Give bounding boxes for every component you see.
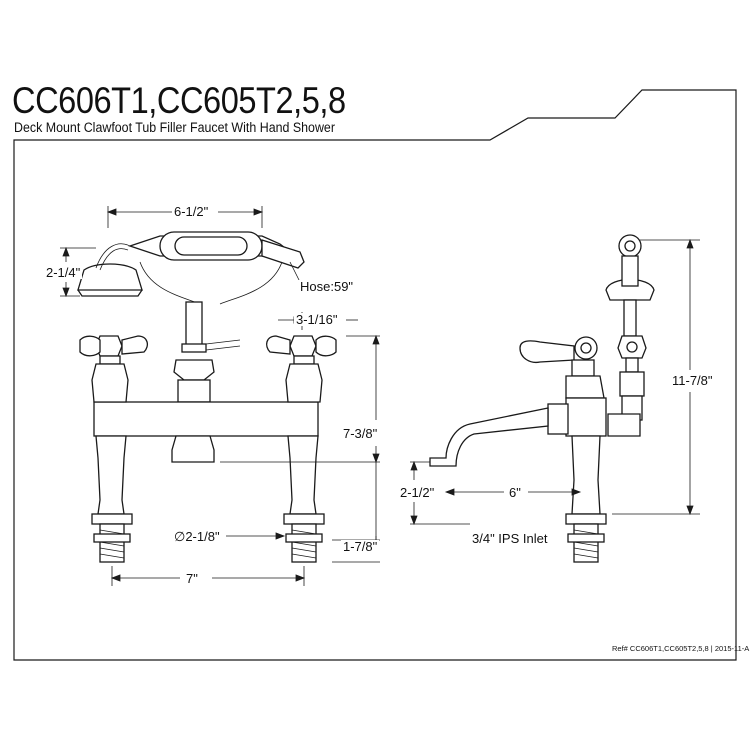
bridge <box>93 401 319 437</box>
cradle-riser <box>185 301 203 351</box>
side-dimensions <box>410 238 700 526</box>
dim-shower-width: 6-1/2" <box>172 204 211 219</box>
drawing-frame <box>13 89 737 661</box>
reference-number: Ref# CC606T1,CC605T2,5,8 | 2015-11-A <box>612 644 750 653</box>
center-body <box>173 359 215 381</box>
dim-overall-height: 11-7/8" <box>670 373 715 388</box>
right-handle <box>265 335 337 403</box>
left-leg <box>95 435 127 515</box>
dim-shank-length: 1-7/8" <box>341 539 380 554</box>
side-spout <box>429 407 549 467</box>
front-view <box>77 231 337 563</box>
dim-spout-reach: 6" <box>507 485 523 500</box>
dim-hose-length: Hose:59" <box>298 279 356 294</box>
spout <box>171 435 215 463</box>
left-handle <box>79 335 149 403</box>
side-view <box>429 234 655 563</box>
dim-inlet: 3/4" IPS Inlet <box>470 531 550 546</box>
dim-center-spread: 7" <box>184 571 200 586</box>
dim-spout-clearance: 2-1/2" <box>398 485 437 500</box>
right-leg <box>287 435 319 515</box>
dim-shower-height: 2-1/4" <box>44 265 83 280</box>
model-title: CC606T1,CC605T2,5,8 <box>12 80 346 121</box>
dim-handle-spacing: 3-1/16" <box>294 312 340 327</box>
dim-spout-height: 7-3/8" <box>341 426 380 441</box>
hose <box>205 339 241 351</box>
product-description: Deck Mount Clawfoot Tub Filler Faucet Wi… <box>14 120 335 135</box>
dim-flange-diameter: ∅2-1/8" <box>172 529 222 544</box>
